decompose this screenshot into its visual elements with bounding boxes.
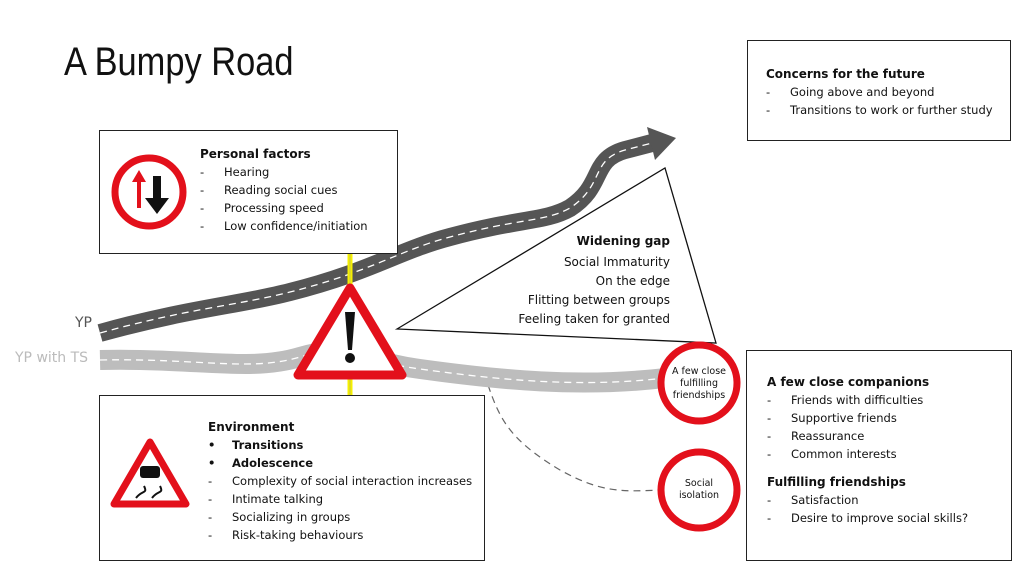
list-item: Processing speed xyxy=(200,199,397,217)
list-item: Supportive friends xyxy=(767,409,1011,427)
gap-heading: Widening gap xyxy=(576,234,670,248)
environment-heading: Environment xyxy=(208,420,295,434)
list-item: Hearing xyxy=(200,163,397,181)
friendships-circle-label: A few close fulfilling friendships xyxy=(672,366,726,401)
friendships-heading: Fulfilling friendships xyxy=(767,475,906,489)
widening-gap-text: Widening gap Social Immaturity On the ed… xyxy=(518,232,670,329)
list-item: Desire to improve social skills? xyxy=(767,509,1011,527)
list-item: Satisfaction xyxy=(767,491,1011,509)
gap-item: On the edge xyxy=(595,274,670,288)
personal-factors-box: Personal factors Hearing Reading social … xyxy=(99,130,398,254)
list-item: Transitions xyxy=(208,436,484,454)
friendships-circle xyxy=(657,341,741,425)
isolation-circle-label: Social isolation xyxy=(678,478,720,501)
slide-title: A Bumpy Road xyxy=(64,40,294,84)
widening-gap-triangle xyxy=(394,167,717,344)
list-item: Socializing in groups xyxy=(208,508,484,526)
gap-item: Flitting between groups xyxy=(527,293,670,307)
list-item: Going above and beyond xyxy=(766,83,1010,101)
list-item: Reassurance xyxy=(767,427,1011,445)
list-item: Transitions to work or further study xyxy=(766,101,1010,119)
concerns-heading: Concerns for the future xyxy=(766,67,925,81)
priority-sign-icon xyxy=(111,154,187,230)
list-item: Adolescence xyxy=(208,454,484,472)
label-yp: YP xyxy=(75,315,92,331)
gap-item: Social Immaturity xyxy=(563,255,670,269)
gap-item: Feeling taken for granted xyxy=(518,312,670,326)
list-item: Common interests xyxy=(767,445,1011,463)
concerns-box: Concerns for the future Going above and … xyxy=(747,40,1011,141)
list-item: Low confidence/initiation xyxy=(200,217,397,235)
list-item: Reading social cues xyxy=(200,181,397,199)
list-item: Intimate talking xyxy=(208,490,484,508)
personal-heading: Personal factors xyxy=(200,147,311,161)
road-yp xyxy=(97,127,676,342)
label-yp-ts: YP with TS xyxy=(15,350,89,366)
warning-sign-icon xyxy=(293,283,407,380)
companions-heading: A few close companions xyxy=(767,375,930,389)
environment-box: Environment Transitions Adolescence Comp… xyxy=(99,395,485,561)
road-arrowhead xyxy=(647,127,676,160)
list-item: Risk-taking behaviours xyxy=(208,526,484,544)
list-item: Complexity of social interaction increas… xyxy=(208,472,484,490)
list-item: Friends with difficulties xyxy=(767,391,1011,409)
companions-box: A few close companions Friends with diff… xyxy=(746,350,1012,561)
isolation-path xyxy=(487,384,661,492)
isolation-circle xyxy=(657,448,741,532)
slippery-road-sign-icon xyxy=(110,438,190,508)
